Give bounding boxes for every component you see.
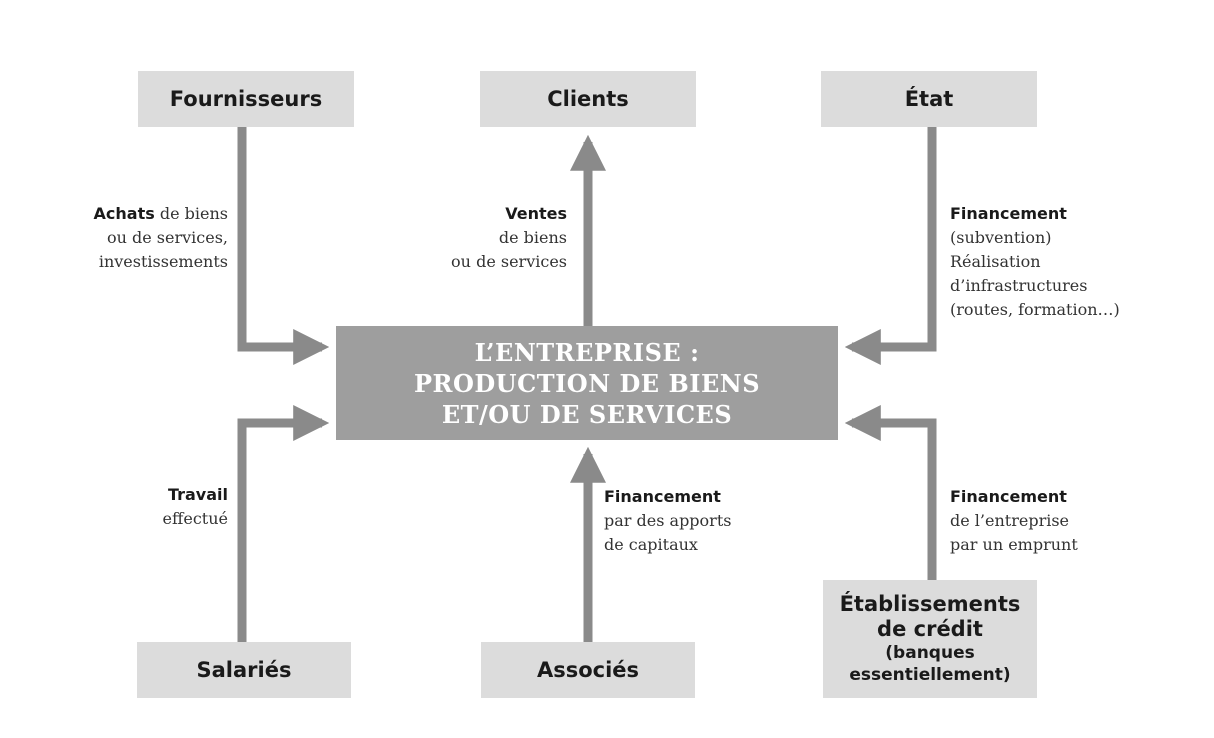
etat-financement-line-2: (subvention) (950, 228, 1052, 247)
emprunt-line-2: de l’entreprise (950, 511, 1070, 530)
travail-line-2: effectué (162, 509, 228, 528)
achats-line-3: investissements (98, 252, 228, 271)
entreprise-line-3: ET/OU DE SERVICES (441, 399, 733, 429)
arrow-etablissements-to-entreprise (844, 405, 937, 580)
etablissements-box: Établissements de crédit (banques essent… (823, 580, 1037, 698)
entreprise-line-2: PRODUCTION DE BIENS (413, 368, 761, 398)
emprunt-bold: Financement (950, 487, 1067, 506)
etat-financement-label: Financement (subvention) Réalisation d’i… (950, 202, 1120, 322)
etat-financement-line-4: d’infrastructures (950, 276, 1088, 295)
arrow-salaries-to-entreprise (237, 405, 330, 642)
etat-financement-line-5: (routes, formation…) (950, 300, 1120, 319)
salaries-label: Salariés (196, 658, 292, 682)
associes-financement-bold: Financement (604, 487, 721, 506)
achats-bold: Achats (93, 204, 155, 223)
emprunt-line-3: par un emprunt (950, 535, 1078, 554)
achats-line-1: de biens (154, 204, 228, 223)
etablissements-line-2: de crédit (877, 617, 983, 641)
etat-box: État (821, 71, 1037, 127)
etat-financement-bold: Financement (950, 204, 1067, 223)
associes-financement-line-3: de capitaux (604, 535, 698, 554)
ventes-line-2: de biens (498, 228, 567, 247)
arrow-fournisseurs-to-entreprise (237, 127, 330, 365)
achats-label: Achats de biens ou de services, investis… (94, 202, 228, 274)
ventes-line-3: ou de services (451, 252, 567, 271)
entreprise-box: L’ENTREPRISE : PRODUCTION DE BIENS ET/OU… (336, 326, 838, 440)
travail-bold: Travail (167, 485, 228, 504)
associes-financement-line-2: par des apports (604, 511, 732, 530)
clients-box: Clients (480, 71, 696, 127)
etablissements-line-4: essentiellement) (849, 665, 1011, 685)
fournisseurs-box: Fournisseurs (138, 71, 354, 127)
etat-financement-line-3: Réalisation (950, 252, 1041, 271)
associes-box: Associés (481, 642, 695, 698)
associes-financement-label: Financement par des apports de capitaux (604, 485, 731, 557)
etablissements-line-3: (banques (885, 643, 975, 663)
associes-label: Associés (536, 658, 640, 682)
arrow-etat-to-entreprise (844, 127, 937, 365)
achats-line-2: ou de services, (106, 228, 228, 247)
etat-label: État (904, 87, 954, 111)
ventes-bold: Ventes (505, 204, 567, 223)
etablissements-line-1: Établissements (839, 592, 1021, 616)
salaries-box: Salariés (137, 642, 351, 698)
travail-label: Travail effectué (163, 483, 228, 531)
clients-label: Clients (547, 87, 629, 111)
fournisseurs-label: Fournisseurs (169, 87, 323, 111)
ventes-label: Ventes de biens ou de services (451, 202, 567, 274)
emprunt-label: Financement de l’entreprise par un empru… (950, 485, 1078, 557)
entreprise-line-1: L’ENTREPRISE : (474, 337, 700, 367)
